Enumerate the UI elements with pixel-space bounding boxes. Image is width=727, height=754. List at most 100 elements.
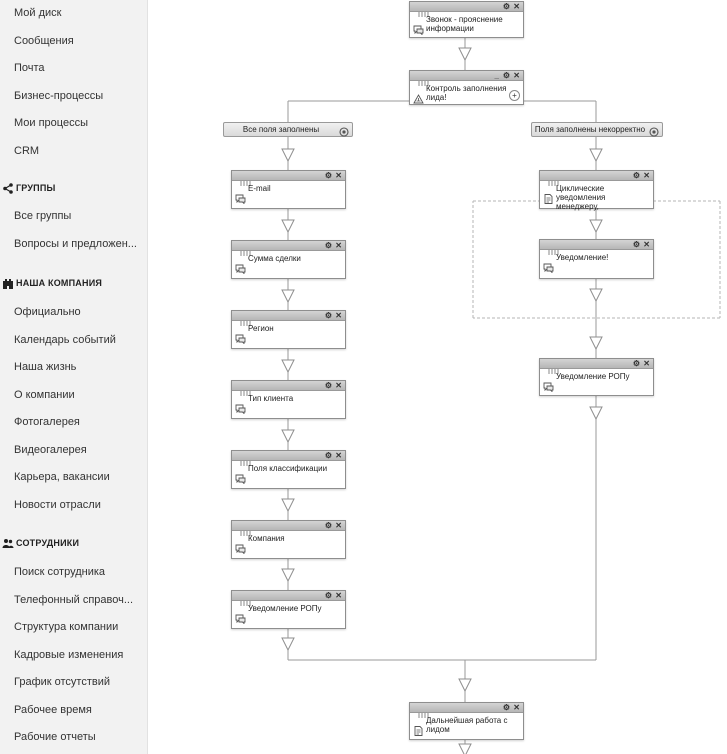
- sidebar-item[interactable]: Бизнес-процессы: [14, 89, 104, 102]
- gear-icon[interactable]: ⚙: [502, 71, 510, 80]
- drag-handle-icon[interactable]: [240, 383, 252, 396]
- insert-point-arrow[interactable]: [458, 47, 472, 62]
- workflow-activity[interactable]: ⚙✕Сумма сделки: [231, 240, 346, 279]
- sidebar-item[interactable]: CRM: [14, 145, 40, 157]
- workflow-activity[interactable]: ⚙✕Поля классификации: [231, 450, 346, 489]
- drag-handle-icon[interactable]: [240, 243, 252, 256]
- sidebar-item[interactable]: Мой диск: [14, 7, 62, 19]
- add-branch-button[interactable]: +: [509, 90, 520, 101]
- sidebar-item[interactable]: Поиск сотрудника: [14, 566, 106, 578]
- drag-handle-icon[interactable]: [240, 453, 252, 466]
- workflow-activity[interactable]: ⚙✕Звонок - прояснение информации: [409, 1, 524, 38]
- insert-point-arrow[interactable]: [589, 148, 603, 163]
- close-icon[interactable]: ✕: [513, 703, 520, 712]
- activity-header[interactable]: ⚙✕: [232, 311, 345, 326]
- activity-header[interactable]: ⚙✕: [410, 703, 523, 718]
- workflow-activity[interactable]: ⚙✕Уведомление РОПу: [231, 590, 346, 629]
- sidebar-item[interactable]: Телефонный справоч...: [14, 593, 134, 606]
- minimize-icon[interactable]: _: [494, 71, 499, 80]
- sidebar-item[interactable]: О компании: [14, 388, 75, 401]
- close-icon[interactable]: ✕: [335, 591, 342, 600]
- insert-point-arrow[interactable]: [589, 336, 603, 351]
- gear-icon[interactable]: ⚙: [324, 591, 332, 600]
- sidebar-item[interactable]: Вопросы и предложен...: [14, 238, 137, 250]
- close-icon[interactable]: ✕: [335, 521, 342, 530]
- activity-header[interactable]: ⚙✕: [410, 2, 523, 17]
- sidebar-item[interactable]: Календарь событий: [14, 333, 116, 346]
- insert-point-arrow[interactable]: [589, 219, 603, 234]
- close-icon[interactable]: ✕: [643, 240, 650, 249]
- gear-icon[interactable]: ⚙: [502, 2, 510, 11]
- drag-handle-icon[interactable]: [418, 73, 430, 86]
- workflow-activity[interactable]: ⚙✕Компания: [231, 520, 346, 559]
- activity-header[interactable]: ⚙✕: [232, 241, 345, 256]
- sidebar-item[interactable]: Фотогалерея: [14, 416, 80, 428]
- section-company[interactable]: НАША КОМПАНИЯ: [2, 277, 102, 289]
- insert-point-arrow[interactable]: [281, 148, 295, 163]
- workflow-activity[interactable]: ⚙✕Тип клиента: [231, 380, 346, 419]
- drag-handle-icon[interactable]: [548, 242, 560, 255]
- close-icon[interactable]: ✕: [335, 381, 342, 390]
- close-icon[interactable]: ✕: [643, 359, 650, 368]
- sidebar-item[interactable]: Видеогалерея: [14, 443, 87, 456]
- branch-filled-incorrectly[interactable]: Поля заполнены некорректно: [531, 122, 663, 137]
- close-icon[interactable]: ✕: [335, 241, 342, 250]
- gear-icon[interactable]: ⚙: [324, 241, 332, 250]
- section-groups[interactable]: ГРУППЫ: [2, 182, 56, 194]
- insert-point-arrow[interactable]: [281, 498, 295, 513]
- sidebar-item[interactable]: Кадровые изменения: [14, 648, 124, 661]
- activity-header[interactable]: ⚙✕: [232, 171, 345, 186]
- gear-icon[interactable]: ⚙: [324, 381, 332, 390]
- close-icon[interactable]: ✕: [513, 2, 520, 11]
- gear-icon[interactable]: ⚙: [324, 171, 332, 180]
- workflow-activity[interactable]: ⚙✕E-mail: [231, 170, 346, 209]
- close-icon[interactable]: ✕: [335, 171, 342, 180]
- gear-icon[interactable]: ⚙: [632, 240, 640, 249]
- activity-header[interactable]: ⚙✕: [540, 359, 653, 374]
- section-employees[interactable]: СОТРУДНИКИ: [2, 537, 79, 549]
- drag-handle-icon[interactable]: [240, 173, 252, 186]
- sidebar-item[interactable]: Новости отрасли: [14, 498, 101, 511]
- drag-handle-icon[interactable]: [240, 523, 252, 536]
- sidebar-item[interactable]: Все группы: [14, 210, 72, 222]
- workflow-activity[interactable]: ⚙✕Циклические уведомления менеджеру,: [539, 170, 654, 211]
- activity-header[interactable]: ⚙✕: [232, 451, 345, 466]
- insert-point-arrow[interactable]: [589, 288, 603, 303]
- insert-point-arrow[interactable]: [281, 359, 295, 374]
- gear-icon[interactable]: ⚙: [502, 703, 510, 712]
- workflow-activity[interactable]: _⚙✕Контроль заполнения лида!+: [409, 70, 524, 105]
- sidebar-item[interactable]: Рабочее время: [14, 703, 92, 716]
- insert-point-arrow[interactable]: [281, 637, 295, 652]
- insert-point-arrow[interactable]: [281, 429, 295, 444]
- sidebar-item[interactable]: Сообщения: [14, 34, 74, 47]
- gear-icon[interactable]: [339, 124, 349, 137]
- gear-icon[interactable]: ⚙: [632, 359, 640, 368]
- insert-point-arrow[interactable]: [281, 219, 295, 234]
- sidebar-item[interactable]: Карьера, вакансии: [14, 471, 110, 483]
- sidebar-item[interactable]: Структура компании: [14, 621, 119, 633]
- gear-icon[interactable]: [649, 124, 659, 137]
- sidebar-item[interactable]: Почта: [14, 62, 45, 75]
- drag-handle-icon[interactable]: [240, 593, 252, 606]
- close-icon[interactable]: ✕: [513, 71, 520, 80]
- gear-icon[interactable]: ⚙: [632, 171, 640, 180]
- activity-header[interactable]: ⚙✕: [232, 521, 345, 536]
- insert-point-arrow[interactable]: [458, 678, 472, 693]
- insert-point-arrow[interactable]: [458, 743, 472, 754]
- close-icon[interactable]: ✕: [335, 311, 342, 320]
- drag-handle-icon[interactable]: [418, 4, 430, 17]
- gear-icon[interactable]: ⚙: [324, 521, 332, 530]
- activity-header[interactable]: ⚙✕: [540, 171, 653, 186]
- close-icon[interactable]: ✕: [335, 451, 342, 460]
- drag-handle-icon[interactable]: [548, 361, 560, 374]
- insert-point-arrow[interactable]: [281, 289, 295, 304]
- branch-all-filled[interactable]: Все поля заполнены: [223, 122, 353, 137]
- sidebar-item[interactable]: График отсутствий: [14, 676, 111, 688]
- drag-handle-icon[interactable]: [240, 313, 252, 326]
- close-icon[interactable]: ✕: [643, 171, 650, 180]
- activity-header[interactable]: _⚙✕: [410, 71, 523, 86]
- insert-point-arrow[interactable]: [281, 568, 295, 583]
- workflow-activity[interactable]: ⚙✕Дальнейшая работа с лидом: [409, 702, 524, 740]
- workflow-activity[interactable]: ⚙✕Уведомление РОПу: [539, 358, 654, 396]
- activity-header[interactable]: ⚙✕: [232, 591, 345, 606]
